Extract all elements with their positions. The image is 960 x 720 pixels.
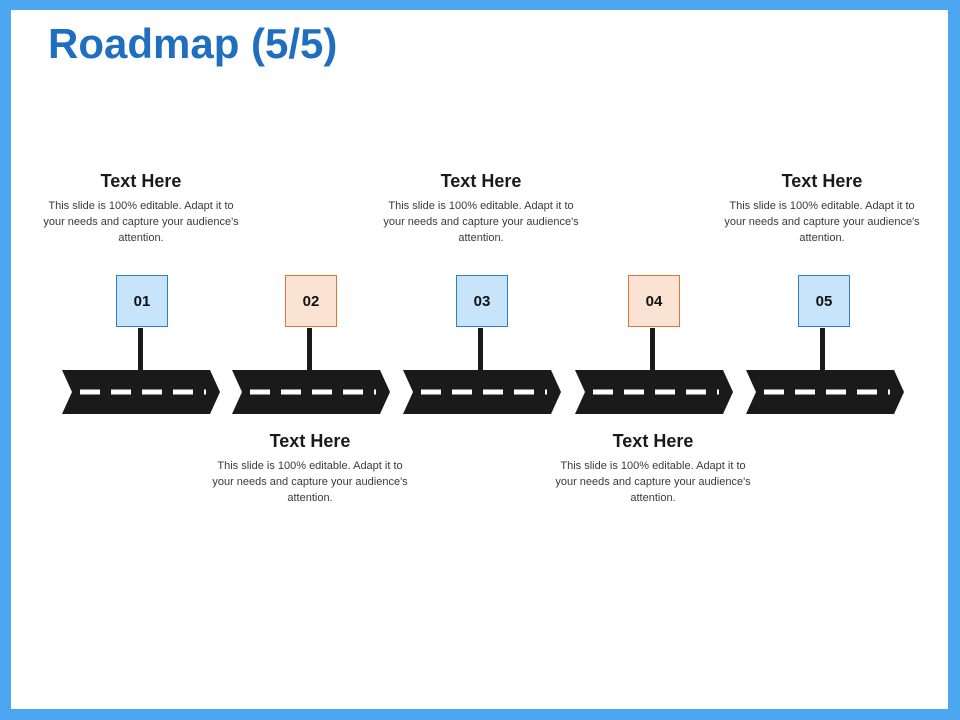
step-4-heading: Text Here (612, 431, 694, 451)
step-1-pole (138, 328, 143, 372)
step-2-heading: Text Here (269, 431, 351, 451)
step-3-marker: 03 (456, 275, 508, 327)
step-3-body: This slide is 100% editable. Adapt it to… (383, 200, 579, 244)
step-2-body: This slide is 100% editable. Adapt it to… (212, 460, 408, 504)
road-segment-5 (746, 370, 904, 414)
step-3-pole (478, 328, 483, 372)
step-2-marker: 02 (285, 275, 337, 327)
page-title: Roadmap (5/5) (48, 20, 338, 67)
step-4-body: This slide is 100% editable. Adapt it to… (555, 460, 751, 504)
step-5-text: Text Here This slide is 100% editable. A… (722, 170, 922, 246)
road-segment-4 (575, 370, 733, 414)
step-5-body: This slide is 100% editable. Adapt it to… (724, 200, 920, 244)
road-segment-3 (403, 370, 561, 414)
step-1-marker: 01 (116, 275, 168, 327)
step-5-heading: Text Here (781, 171, 863, 191)
step-1-heading: Text Here (100, 171, 182, 191)
step-3-text: Text Here This slide is 100% editable. A… (381, 170, 581, 246)
step-4-marker: 04 (628, 275, 680, 327)
step-4-text: Text Here This slide is 100% editable. A… (553, 430, 753, 506)
step-1-text: Text Here This slide is 100% editable. A… (41, 170, 241, 246)
step-5-marker: 05 (798, 275, 850, 327)
step-2-pole (307, 328, 312, 372)
road-segment-2 (232, 370, 390, 414)
step-4-pole (650, 328, 655, 372)
step-5-pole (820, 328, 825, 372)
step-1-body: This slide is 100% editable. Adapt it to… (43, 200, 239, 244)
step-2-text: Text Here This slide is 100% editable. A… (210, 430, 410, 506)
road-segment-1 (62, 370, 220, 414)
step-3-heading: Text Here (440, 171, 522, 191)
